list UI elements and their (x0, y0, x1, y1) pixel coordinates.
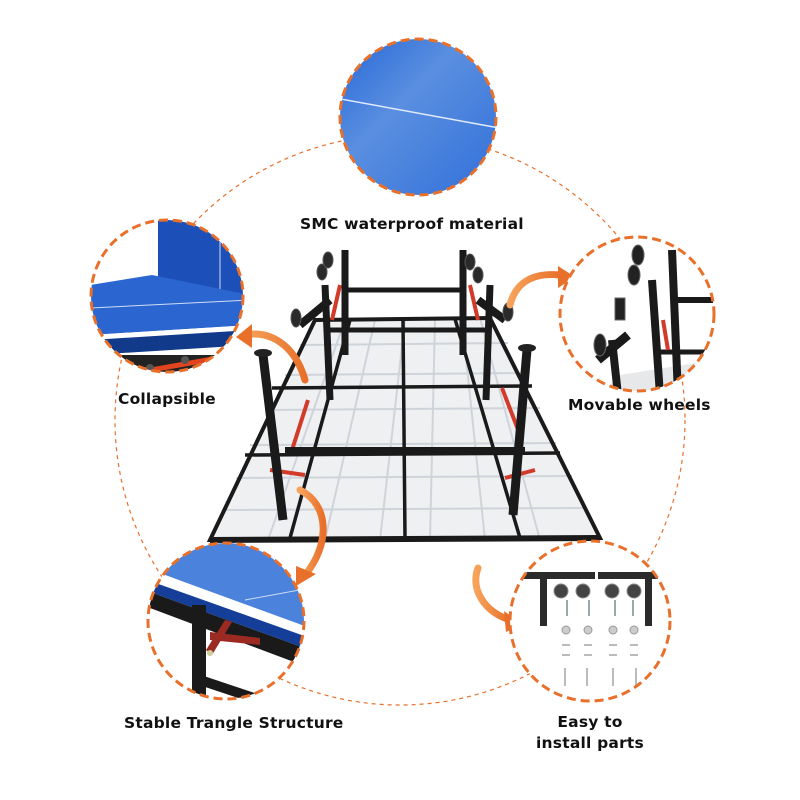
callout-image-triangle (148, 543, 304, 699)
label-easy-install-2: install parts (536, 734, 644, 752)
table-frame (206, 250, 604, 543)
label-stable-triangle: Stable Trangle Structure (124, 714, 344, 732)
label-collapsible: Collapsible (118, 390, 216, 408)
label-movable-wheels: Movable wheels (568, 396, 711, 414)
label-easy-install-1: Easy to (557, 713, 623, 731)
callout-image-wheels (560, 237, 714, 391)
arrows (241, 271, 564, 624)
label-smc-waterproof: SMC waterproof material (300, 215, 524, 233)
callout-image-smc (340, 39, 496, 195)
callout-image-install-parts (510, 541, 670, 701)
connector-ring (114, 134, 686, 706)
callout-image-collapsible (91, 220, 243, 372)
